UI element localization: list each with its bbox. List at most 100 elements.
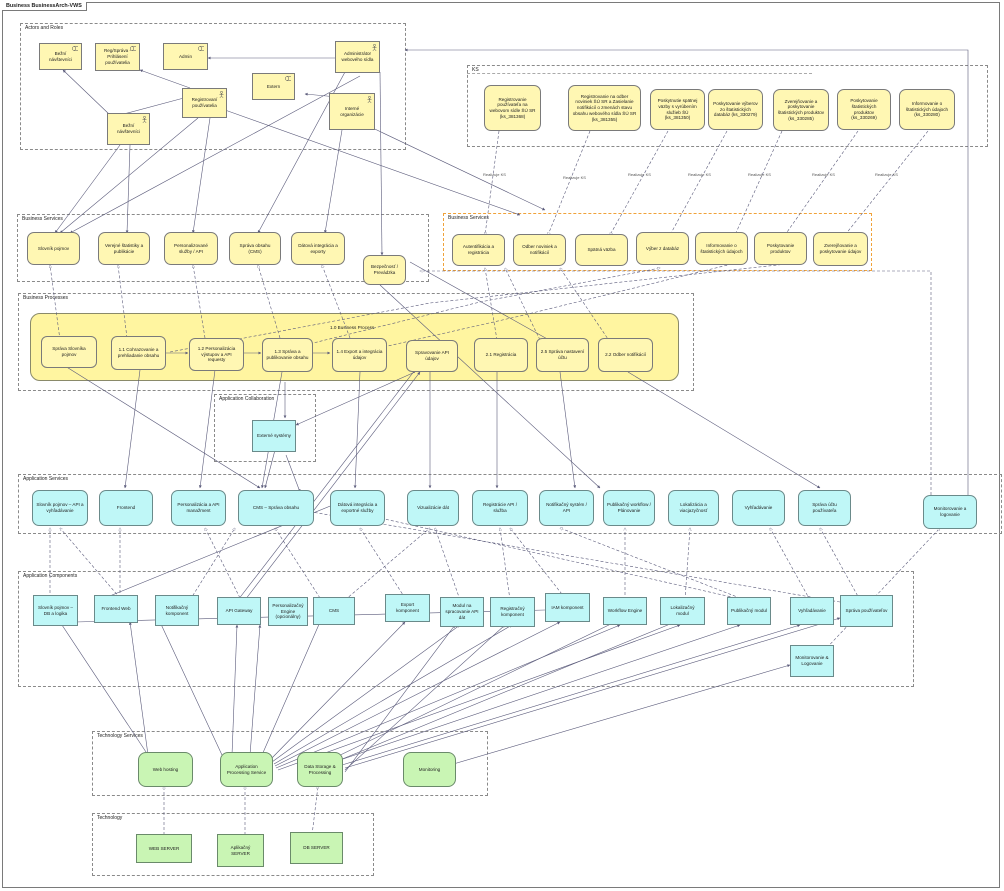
process-2-5[interactable]: 2.5 Správa nastavení účtu <box>536 338 589 372</box>
appsvc-vizual[interactable]: Vizualizácie dát <box>407 490 459 526</box>
comp-frontend-web[interactable]: Frontend Web <box>94 595 138 623</box>
bsvc-verejne[interactable]: Verejné štatistiky a publikácie <box>98 232 150 265</box>
process-2-2[interactable]: 2.2 Odber notifikácií <box>598 338 653 372</box>
actor-role-admin[interactable]: Admin <box>163 43 208 70</box>
bsvc-poskytovanie[interactable]: Poskytovanie produktov <box>754 232 807 265</box>
group-business-processes: Business Processes <box>18 293 694 391</box>
actor-role-bezni[interactable]: Bežní návštevníci <box>39 43 82 70</box>
comp-export[interactable]: Export komponent <box>385 594 430 622</box>
appsvc-slovnik-api[interactable]: Slovník pojmov – API a vyhľadávanie <box>32 490 88 526</box>
tech-data-storage[interactable]: Data Storage & Processing <box>297 752 343 787</box>
appsvc-cms[interactable]: CMS – Správa obsahu <box>238 490 314 526</box>
bsvc-personal[interactable]: Personalizované služby / API <box>164 232 218 265</box>
comp-sprava-pouzivatelov[interactable]: Správa používateľov <box>840 595 893 627</box>
flow-b9 <box>627 371 821 489</box>
appsvc-registracie[interactable]: Registrácie API / služba <box>472 490 528 526</box>
appsvc-notifik[interactable]: Notifikačný systém / API <box>539 490 594 526</box>
comp-publik[interactable]: Publikačný modul <box>727 597 771 625</box>
collab-externe-systemy[interactable]: Externé systémy <box>252 420 296 452</box>
actor-role-reg-sprava[interactable]: Reg/Správa - Prihlásení používatelia <box>95 43 140 71</box>
bsvc-slovnik[interactable]: Slovník pojmov <box>27 232 80 265</box>
appsvc-frontend[interactable]: Frontend <box>99 490 153 526</box>
bsvc-spatna[interactable]: Spätná väzba <box>575 234 628 266</box>
process-1-1[interactable]: 1.1 Cohrazovanie a prehliadanie obsahu <box>111 336 166 370</box>
ks-item-6[interactable]: Poskytovanie štatistických produktov (ks… <box>837 89 891 130</box>
comp-personal-engine[interactable]: Personalizačný Engine (opcionálny) <box>268 597 308 626</box>
bsvc-autent[interactable]: Autentifikácia a registrácia <box>452 234 505 266</box>
bsvc-zverejnovanie[interactable]: Zverejňovanie a poskytovanie údajov <box>813 232 868 266</box>
ks-item-3[interactable]: Poskytnutie spätnej väzby s vyrúbením sl… <box>650 89 705 130</box>
comp-slovnik-db[interactable]: Slovník pojmov – DB a logika <box>33 595 78 626</box>
actor-interne[interactable]: Interné organizácie <box>329 93 375 130</box>
process-1-2[interactable]: 1.2 Personalizácia výstupov a API reques… <box>189 338 244 371</box>
bsvc-odber[interactable]: Odber noviniek a notifikácií <box>513 234 566 266</box>
appsvc-publik-wf[interactable]: Publikačný workflow / Plánovanie <box>603 490 655 526</box>
flow-b8 <box>559 371 577 489</box>
node-label: Externé systémy <box>257 433 291 439</box>
appsvc-vyhladavanie[interactable]: Vyhľadávanie <box>732 490 785 526</box>
comp-modul-api[interactable]: Modul na spracovanie API dát <box>440 597 484 627</box>
node-label: Slovník pojmov – API a vyhľadávanie <box>36 502 84 513</box>
node-label: Odber noviniek a notifikácií <box>522 244 557 255</box>
bsvc-vyber[interactable]: Výber z databáz <box>636 232 689 265</box>
process-1-4[interactable]: 1.4 Export a integrácia údajov <box>332 338 387 372</box>
bsvc-bezpecnost[interactable]: Bezpečnosť / Prevádzka <box>363 255 406 285</box>
realize-c6 <box>360 528 406 599</box>
actor-icon <box>372 44 377 51</box>
node-label: DB SERVER <box>303 845 330 851</box>
node-label: Data Storage & Processing <box>304 763 336 775</box>
appsvc-personal-api[interactable]: Personalizácia a API manažment <box>171 490 226 526</box>
flow-t18 <box>449 664 791 766</box>
process-1-3[interactable]: 1.3 Správa a publikovanie obsahu <box>262 338 313 372</box>
tech-web-hosting[interactable]: Web hosting <box>138 752 193 787</box>
comp-monitorovanie[interactable]: Monitorovanie & Logovanie <box>790 645 834 677</box>
process-sprava-slovnika[interactable]: Správa Slovníka pojmov <box>41 336 97 368</box>
process-sprava-api[interactable]: Spravovanie API údajov <box>406 340 458 372</box>
ks-item-1[interactable]: Registrovanie používateľa na webovom síd… <box>484 85 541 131</box>
appsvc-monitor[interactable]: Monitorovanie a logovanie <box>923 495 977 529</box>
bsvc-datova[interactable]: Dátová integrácia a exporty <box>291 232 345 265</box>
comp-workflow[interactable]: Workflow Engine <box>603 597 647 625</box>
tech-node-app-server[interactable]: Aplikačný SERVER <box>217 834 264 867</box>
tech-app-processing[interactable]: Application Processing Service <box>220 752 273 787</box>
group-label: Business Services <box>21 216 64 222</box>
ks-item-5[interactable]: Zverejňovanie a poskytovanie štatistický… <box>773 89 829 131</box>
appsvc-sprava-uctu[interactable]: Správa účtu používateľa <box>798 490 851 526</box>
flow-t12 <box>277 624 681 771</box>
node-label: Admin <box>178 53 193 59</box>
bsvc-sprava-obsahu[interactable]: Správa obsahu (CMS) <box>229 232 281 265</box>
tech-monitoring[interactable]: Monitoring <box>403 752 456 787</box>
bsvc-informovanie[interactable]: Informovanie o štatistických údajoch <box>695 232 748 265</box>
realize-5 <box>735 130 783 235</box>
realize-c18 <box>300 510 841 603</box>
flow-b1 <box>64 365 261 489</box>
node-label: Notifikačný komponent <box>165 604 189 616</box>
actor-bezni[interactable]: Bežní návštevníci <box>107 113 150 145</box>
tech-node-db-server[interactable]: DB SERVER <box>290 832 343 864</box>
appsvc-lokal[interactable]: Lokalizácia a viacjazyčnosť <box>668 490 719 526</box>
comp-cms[interactable]: CMS <box>313 597 355 625</box>
comp-iam[interactable]: IAM komponent <box>545 593 590 622</box>
actor-registrovani[interactable]: Registrovaní používatelia <box>182 88 227 118</box>
flow-t19 <box>329 621 616 761</box>
realize-7 <box>845 130 929 235</box>
ks-item-2[interactable]: Registrovanie na odber noviniek ŠÚ SR a … <box>568 85 641 131</box>
node-label: 2.2 Odber notifikácií <box>605 352 646 358</box>
flow-b3 <box>198 369 216 489</box>
ks-item-4[interactable]: Poskytovanie výberov zo štatistických da… <box>708 89 763 130</box>
ks-item-7[interactable]: Informovanie o štatistických údajoch (ks… <box>899 89 955 130</box>
appsvc-datova-int[interactable]: Dátová integrácia a exportné služby <box>330 490 385 526</box>
process-2-1[interactable]: 2.1 Registrácia <box>474 338 528 372</box>
actor-administrator[interactable]: Administrátor webového sídla <box>335 41 380 73</box>
comp-registracny[interactable]: Registračný komponent <box>490 597 535 627</box>
node-label: Vyhľadávanie <box>798 608 826 614</box>
node-label: Monitorovanie a logovanie <box>933 506 967 517</box>
node-label: Lokalizačný modul <box>670 605 695 616</box>
actor-role-extern[interactable]: Extern <box>252 73 295 100</box>
comp-lokal[interactable]: Lokalizačný modul <box>660 597 705 625</box>
comp-vyhladavanie[interactable]: Vyhľadávanie <box>790 597 834 625</box>
tech-node-web-server[interactable]: WEB SERVER <box>136 834 192 863</box>
comp-api-gateway[interactable]: API Gateway <box>217 597 261 625</box>
comp-notif[interactable]: Notifikačný komponent <box>155 595 199 626</box>
